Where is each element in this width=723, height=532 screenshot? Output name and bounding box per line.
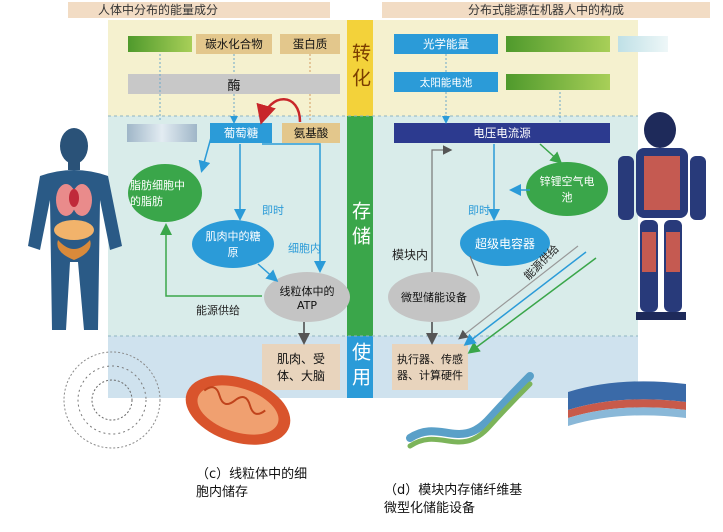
intracellular-label: 细胞内 <box>288 242 321 255</box>
fat-cell: 脂肪细胞中的脂肪 <box>128 164 202 222</box>
header-left: 人体中分布的能量成分 <box>68 2 330 18</box>
caption-c: （c）线粒体中的细胞内储存 <box>196 467 308 500</box>
glycogen-ellipse: 肌肉中的糖原 <box>192 220 274 268</box>
micro-storage-ellipse: 微型储能设备 <box>388 272 480 322</box>
solar-swatch <box>506 74 610 90</box>
stage-use: 使用 <box>347 336 373 398</box>
gray-bar-swatch <box>127 124 197 142</box>
immediate-label-left: 即时 <box>262 204 284 217</box>
amino-acid-box: 氨基酸 <box>282 123 340 143</box>
light-swatch-right <box>618 36 668 52</box>
muscle-box: 肌肉、受体、大脑 <box>262 344 340 390</box>
voltage-source-box: 电压电流源 <box>394 123 610 143</box>
green-swatch-right <box>506 36 610 52</box>
mito-atp-ellipse: 线粒体中的 ATP <box>264 272 350 322</box>
mitochondrion-icon <box>185 375 291 445</box>
light-energy-box: 光学能量 <box>394 34 498 54</box>
green-swatch-left <box>128 36 192 52</box>
protein-box: 蛋白质 <box>280 34 340 54</box>
immediate-label-right: 即时 <box>468 204 490 217</box>
enzyme-box: 酶 <box>128 74 340 94</box>
energy-supply-left: 能源供给 <box>196 304 240 317</box>
fiber-helix-icon <box>406 372 534 449</box>
layered-sheet-icon <box>568 381 686 426</box>
caption-d: （d）模块内存储纤维基微型化储能设备 <box>384 483 523 516</box>
molecule-network-icon <box>63 351 161 449</box>
header-right: 分布式能源在机器人中的构成 <box>382 2 710 18</box>
actuators-box: 执行器、传感器、计算硬件 <box>392 344 468 390</box>
human-icon <box>28 128 122 330</box>
stage-store: 存储 <box>347 116 373 336</box>
robot-icon <box>618 112 706 320</box>
zinc-air-ellipse: 锌锂空气电池 <box>526 162 608 216</box>
stage-convert: 转化 <box>347 20 373 116</box>
glucose-box: 葡萄糖 <box>210 123 272 143</box>
solar-cell-box: 太阳能电池 <box>394 72 498 92</box>
carbohydrate-box: 碳水化合物 <box>196 34 272 54</box>
supercap-ellipse: 超级电容器 <box>460 220 550 266</box>
in-module-label: 模块内 <box>392 248 429 262</box>
